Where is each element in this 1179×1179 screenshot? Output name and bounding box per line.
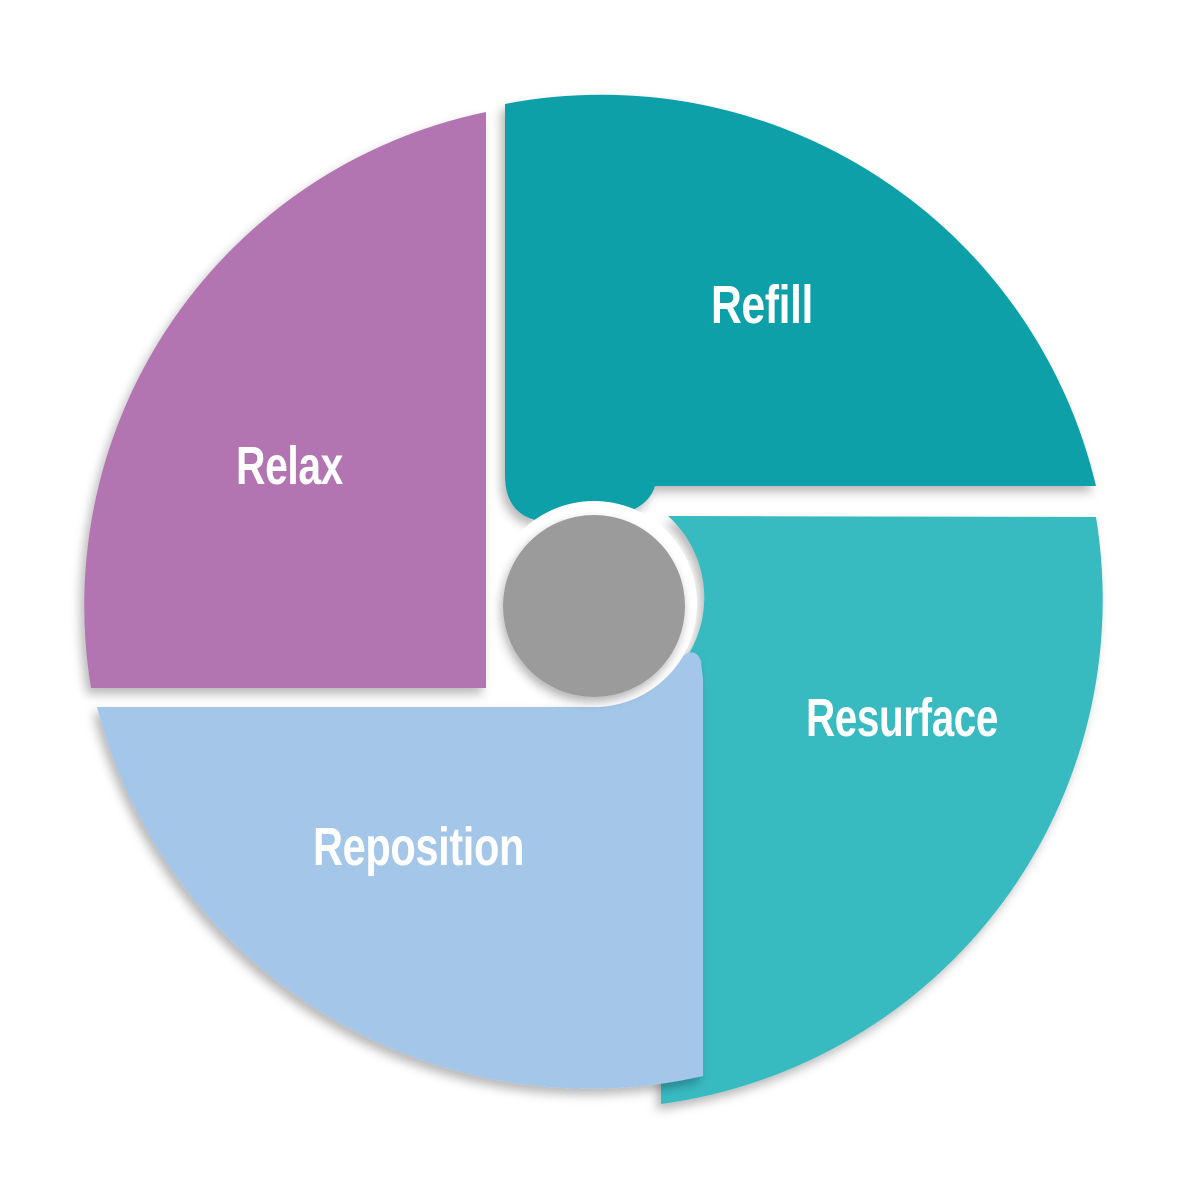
label-resurface: Resurface [806,688,998,748]
quadrant-relax-shape [84,112,486,688]
center-circle [503,515,685,697]
label-relax: Relax [236,436,343,496]
quadrant-reposition-shape [97,652,703,1089]
label-reposition: Reposition [313,817,524,877]
label-refill: Refill [711,275,813,335]
quadrant-refill-shape [505,94,1096,520]
quadrant-resurface-shape [661,516,1103,1104]
